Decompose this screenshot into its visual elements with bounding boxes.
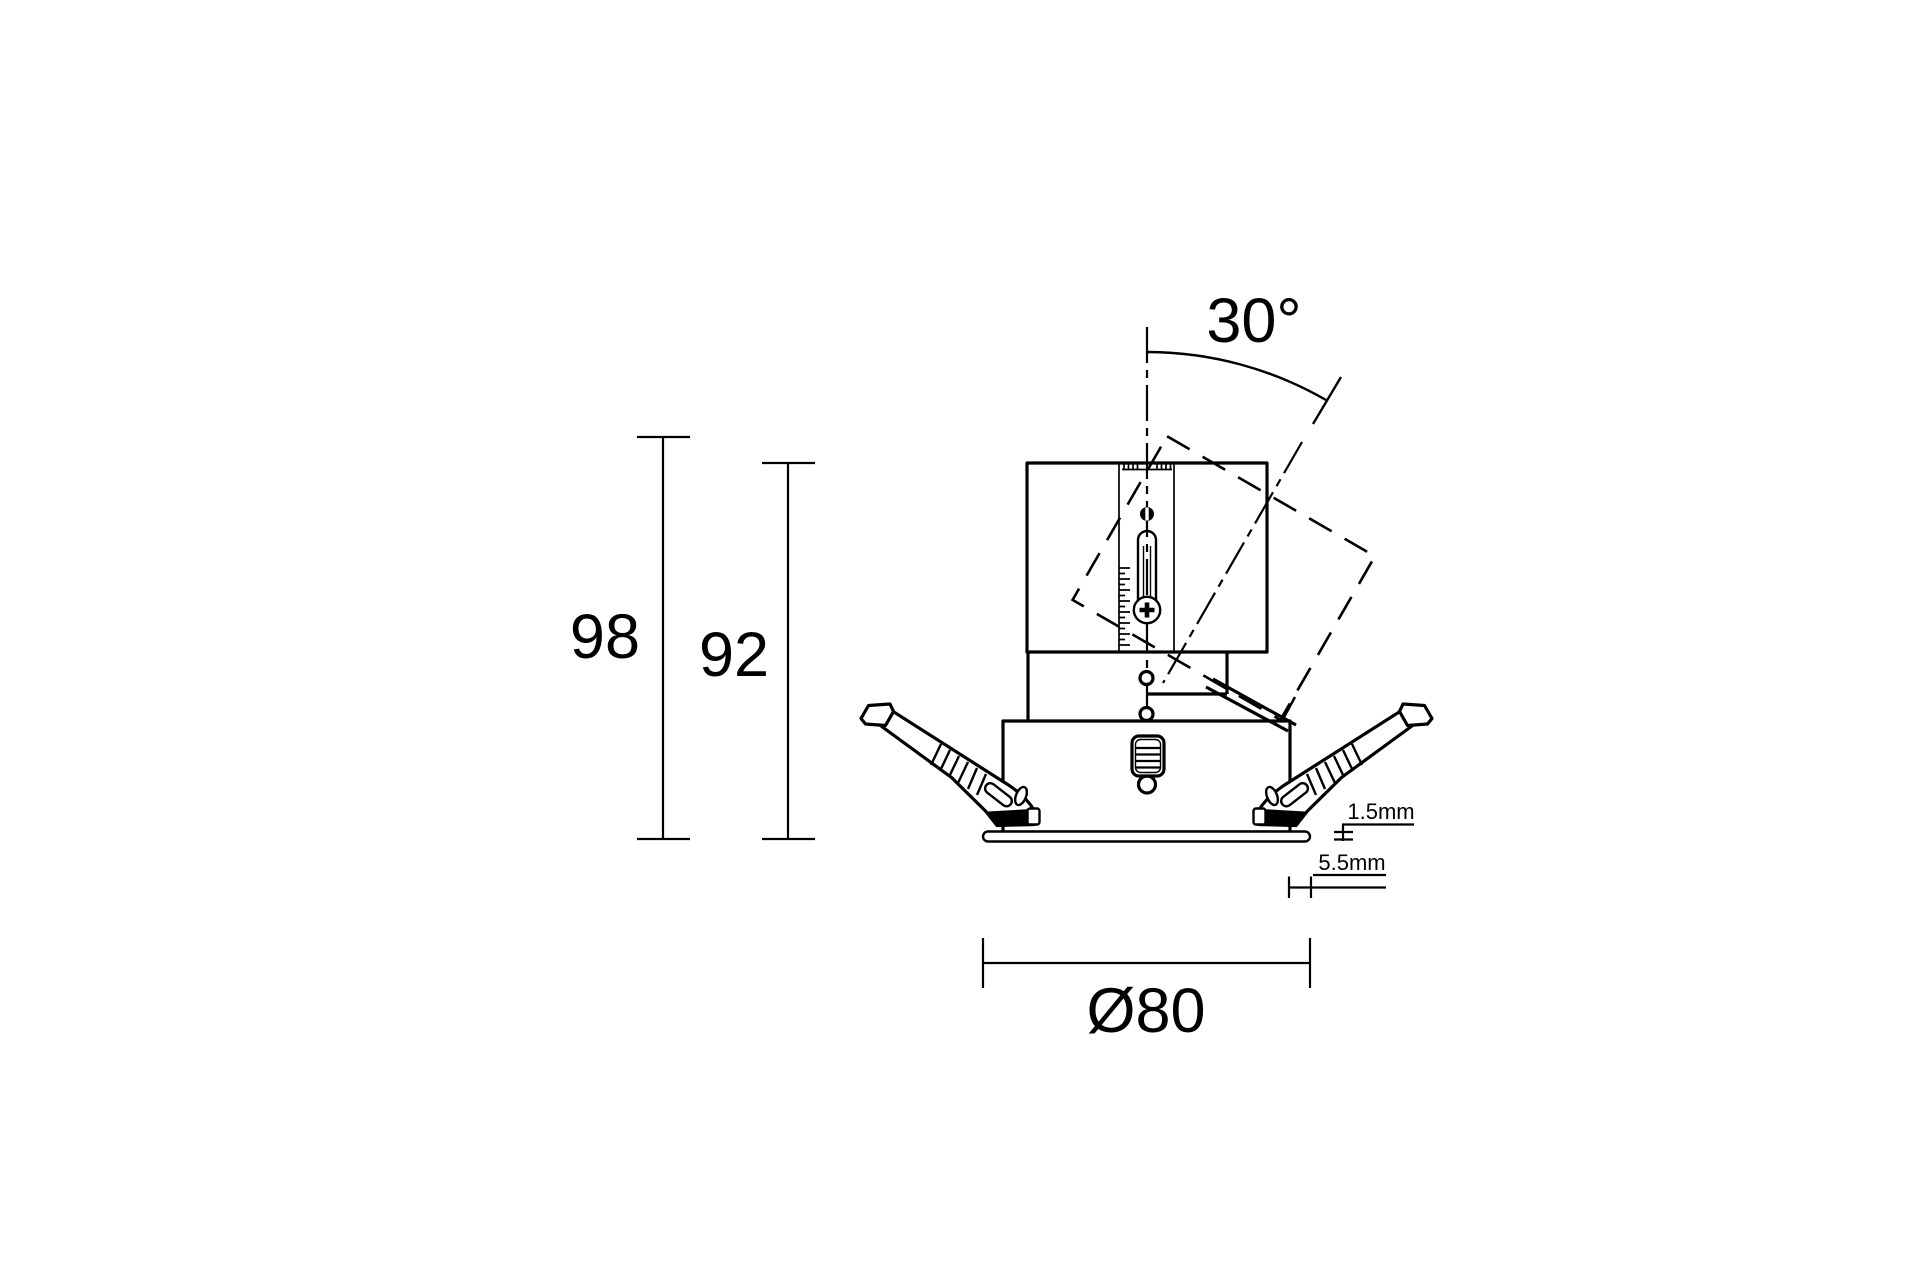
- phillips-screw: [1132, 595, 1162, 625]
- gimbal-screw-lower: [1138, 705, 1155, 723]
- spring-tip-pad: [859, 702, 896, 728]
- tilted-centerline: [1162, 441, 1303, 684]
- spring-curl: [1264, 785, 1280, 807]
- tilt-angle-arc: [1147, 350, 1343, 425]
- spring-slot: [983, 781, 1014, 808]
- cutout-diameter-label: Ø80: [1086, 976, 1206, 1046]
- adjustment-ruler-scale: [1119, 567, 1130, 646]
- spring-slot: [1279, 781, 1310, 808]
- gimbal-section: [1026, 651, 1297, 733]
- trim-flange: [981, 830, 1312, 843]
- spring-foot-bracket: [1252, 807, 1267, 826]
- spring-arm: [877, 705, 1039, 828]
- tilt-ghost-outline: [1070, 434, 1377, 722]
- spring-tip-pad: [1397, 702, 1434, 728]
- dimension-98: [637, 435, 690, 841]
- recess-height-label: 92: [698, 620, 770, 690]
- arc-end-tick: [1311, 376, 1343, 425]
- dimension-5-5mm: [1287, 873, 1386, 898]
- top-screw: [1140, 507, 1154, 521]
- dimension-diameter-80: [981, 938, 1312, 988]
- spring-clip-left: [859, 702, 1041, 828]
- dimension-1-5mm: [1334, 823, 1414, 841]
- tilt-angle-label: 30°: [1206, 286, 1302, 356]
- spring-clip-right: [1252, 702, 1434, 828]
- spring-hatching: [929, 743, 988, 796]
- overall-height-label: 98: [569, 602, 640, 672]
- rim-thickness-label: 1.5mm: [1347, 799, 1415, 824]
- indicator-circle: [1136, 774, 1158, 795]
- spring-hatching: [1305, 743, 1364, 796]
- spring-curl: [1013, 785, 1029, 807]
- tilt-arm-lines: [1205, 677, 1297, 733]
- tilt-arm-end-tick: [1281, 696, 1297, 720]
- trim-can: [1001, 719, 1292, 834]
- spring-foot-bracket: [1026, 807, 1041, 826]
- dimension-92: [762, 461, 815, 841]
- rim-overhang-label: 5.5mm: [1318, 850, 1386, 875]
- gimbal-screw-upper: [1138, 669, 1155, 687]
